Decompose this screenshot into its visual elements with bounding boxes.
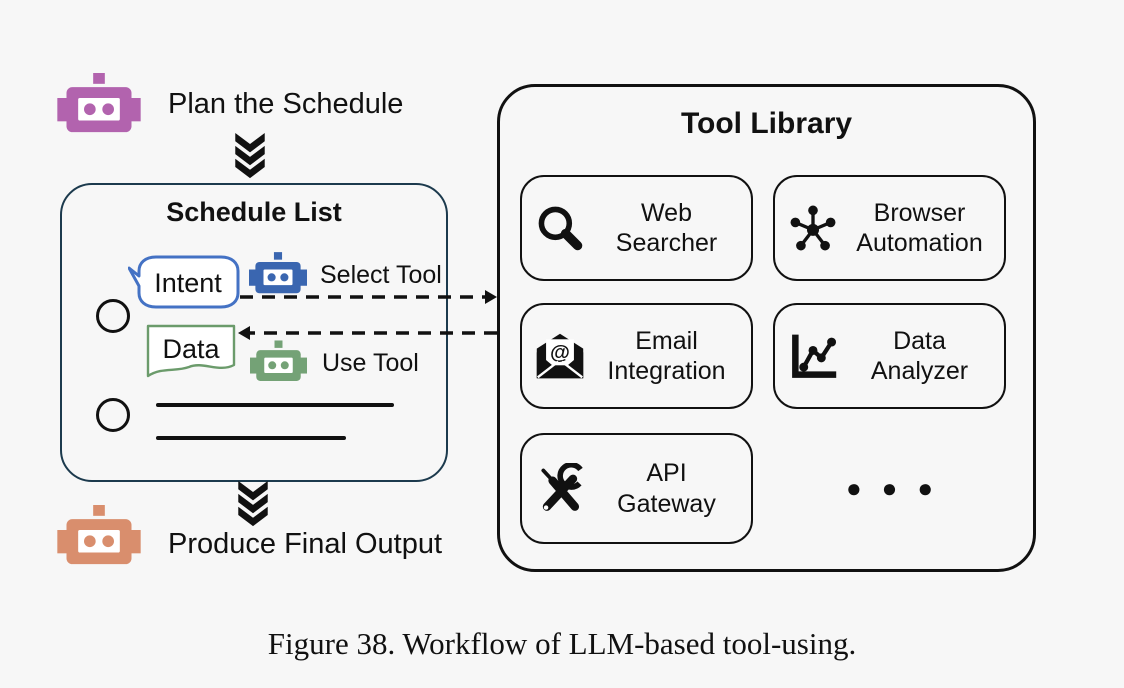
email-icon: @ <box>534 330 586 382</box>
tool-library-box: Tool Library Web Searcher <box>497 84 1036 572</box>
figure-caption: Figure 38. Workflow of LLM-based tool-us… <box>267 626 857 661</box>
chevron-down-icon <box>236 481 270 527</box>
tool-label-line: Browser <box>873 198 966 227</box>
use-tool-robot-icon <box>250 339 307 383</box>
schedule-list-title: Schedule List <box>166 197 342 227</box>
produce-step-label: Produce Final Output <box>168 528 443 560</box>
magnifier-icon <box>534 202 586 254</box>
tool-email-integration: @ Email Integration <box>520 303 753 409</box>
intent-label: Intent <box>154 268 222 298</box>
more-tools-indicator: ●●● <box>845 473 954 503</box>
plan-robot-icon <box>57 73 141 133</box>
tools-icon <box>534 462 586 515</box>
plan-step-label: Plan the Schedule <box>168 88 404 120</box>
tool-label-line: Analyzer <box>870 357 969 385</box>
tool-data-analyzer: Data Analyzer <box>773 303 1006 409</box>
list-item-circle <box>96 299 130 333</box>
list-item-line <box>156 436 346 440</box>
chart-icon <box>787 330 839 382</box>
chevron-down-icon <box>233 133 267 179</box>
tool-library-title: Tool Library <box>680 107 853 140</box>
use-tool-label: Use Tool <box>322 349 419 377</box>
tool-web-searcher: Web Searcher <box>520 175 753 281</box>
tool-label-line: Web <box>641 198 692 227</box>
data-flag: Data <box>146 324 236 380</box>
data-label: Data <box>162 334 220 364</box>
tool-label-line: Gateway <box>617 489 716 518</box>
tool-browser-automation: Browser Automation <box>773 175 1006 281</box>
tool-label-line: API <box>646 459 687 487</box>
tool-label-line: Email <box>635 326 698 355</box>
list-item-line <box>156 403 394 407</box>
network-hub-icon <box>787 202 839 254</box>
select-tool-robot-icon <box>249 251 307 295</box>
list-item-circle <box>96 398 130 432</box>
svg-text:@: @ <box>550 342 570 364</box>
intent-bubble: Intent <box>128 254 240 312</box>
tool-label-line: Data <box>893 326 946 355</box>
tool-label-line: Integration <box>607 357 726 385</box>
produce-robot-icon <box>56 505 142 565</box>
tool-api-gateway: API Gateway <box>520 433 753 544</box>
tool-label-line: Automation <box>856 229 983 257</box>
select-tool-label: Select Tool <box>320 261 442 289</box>
tool-label-line: Searcher <box>615 229 718 257</box>
